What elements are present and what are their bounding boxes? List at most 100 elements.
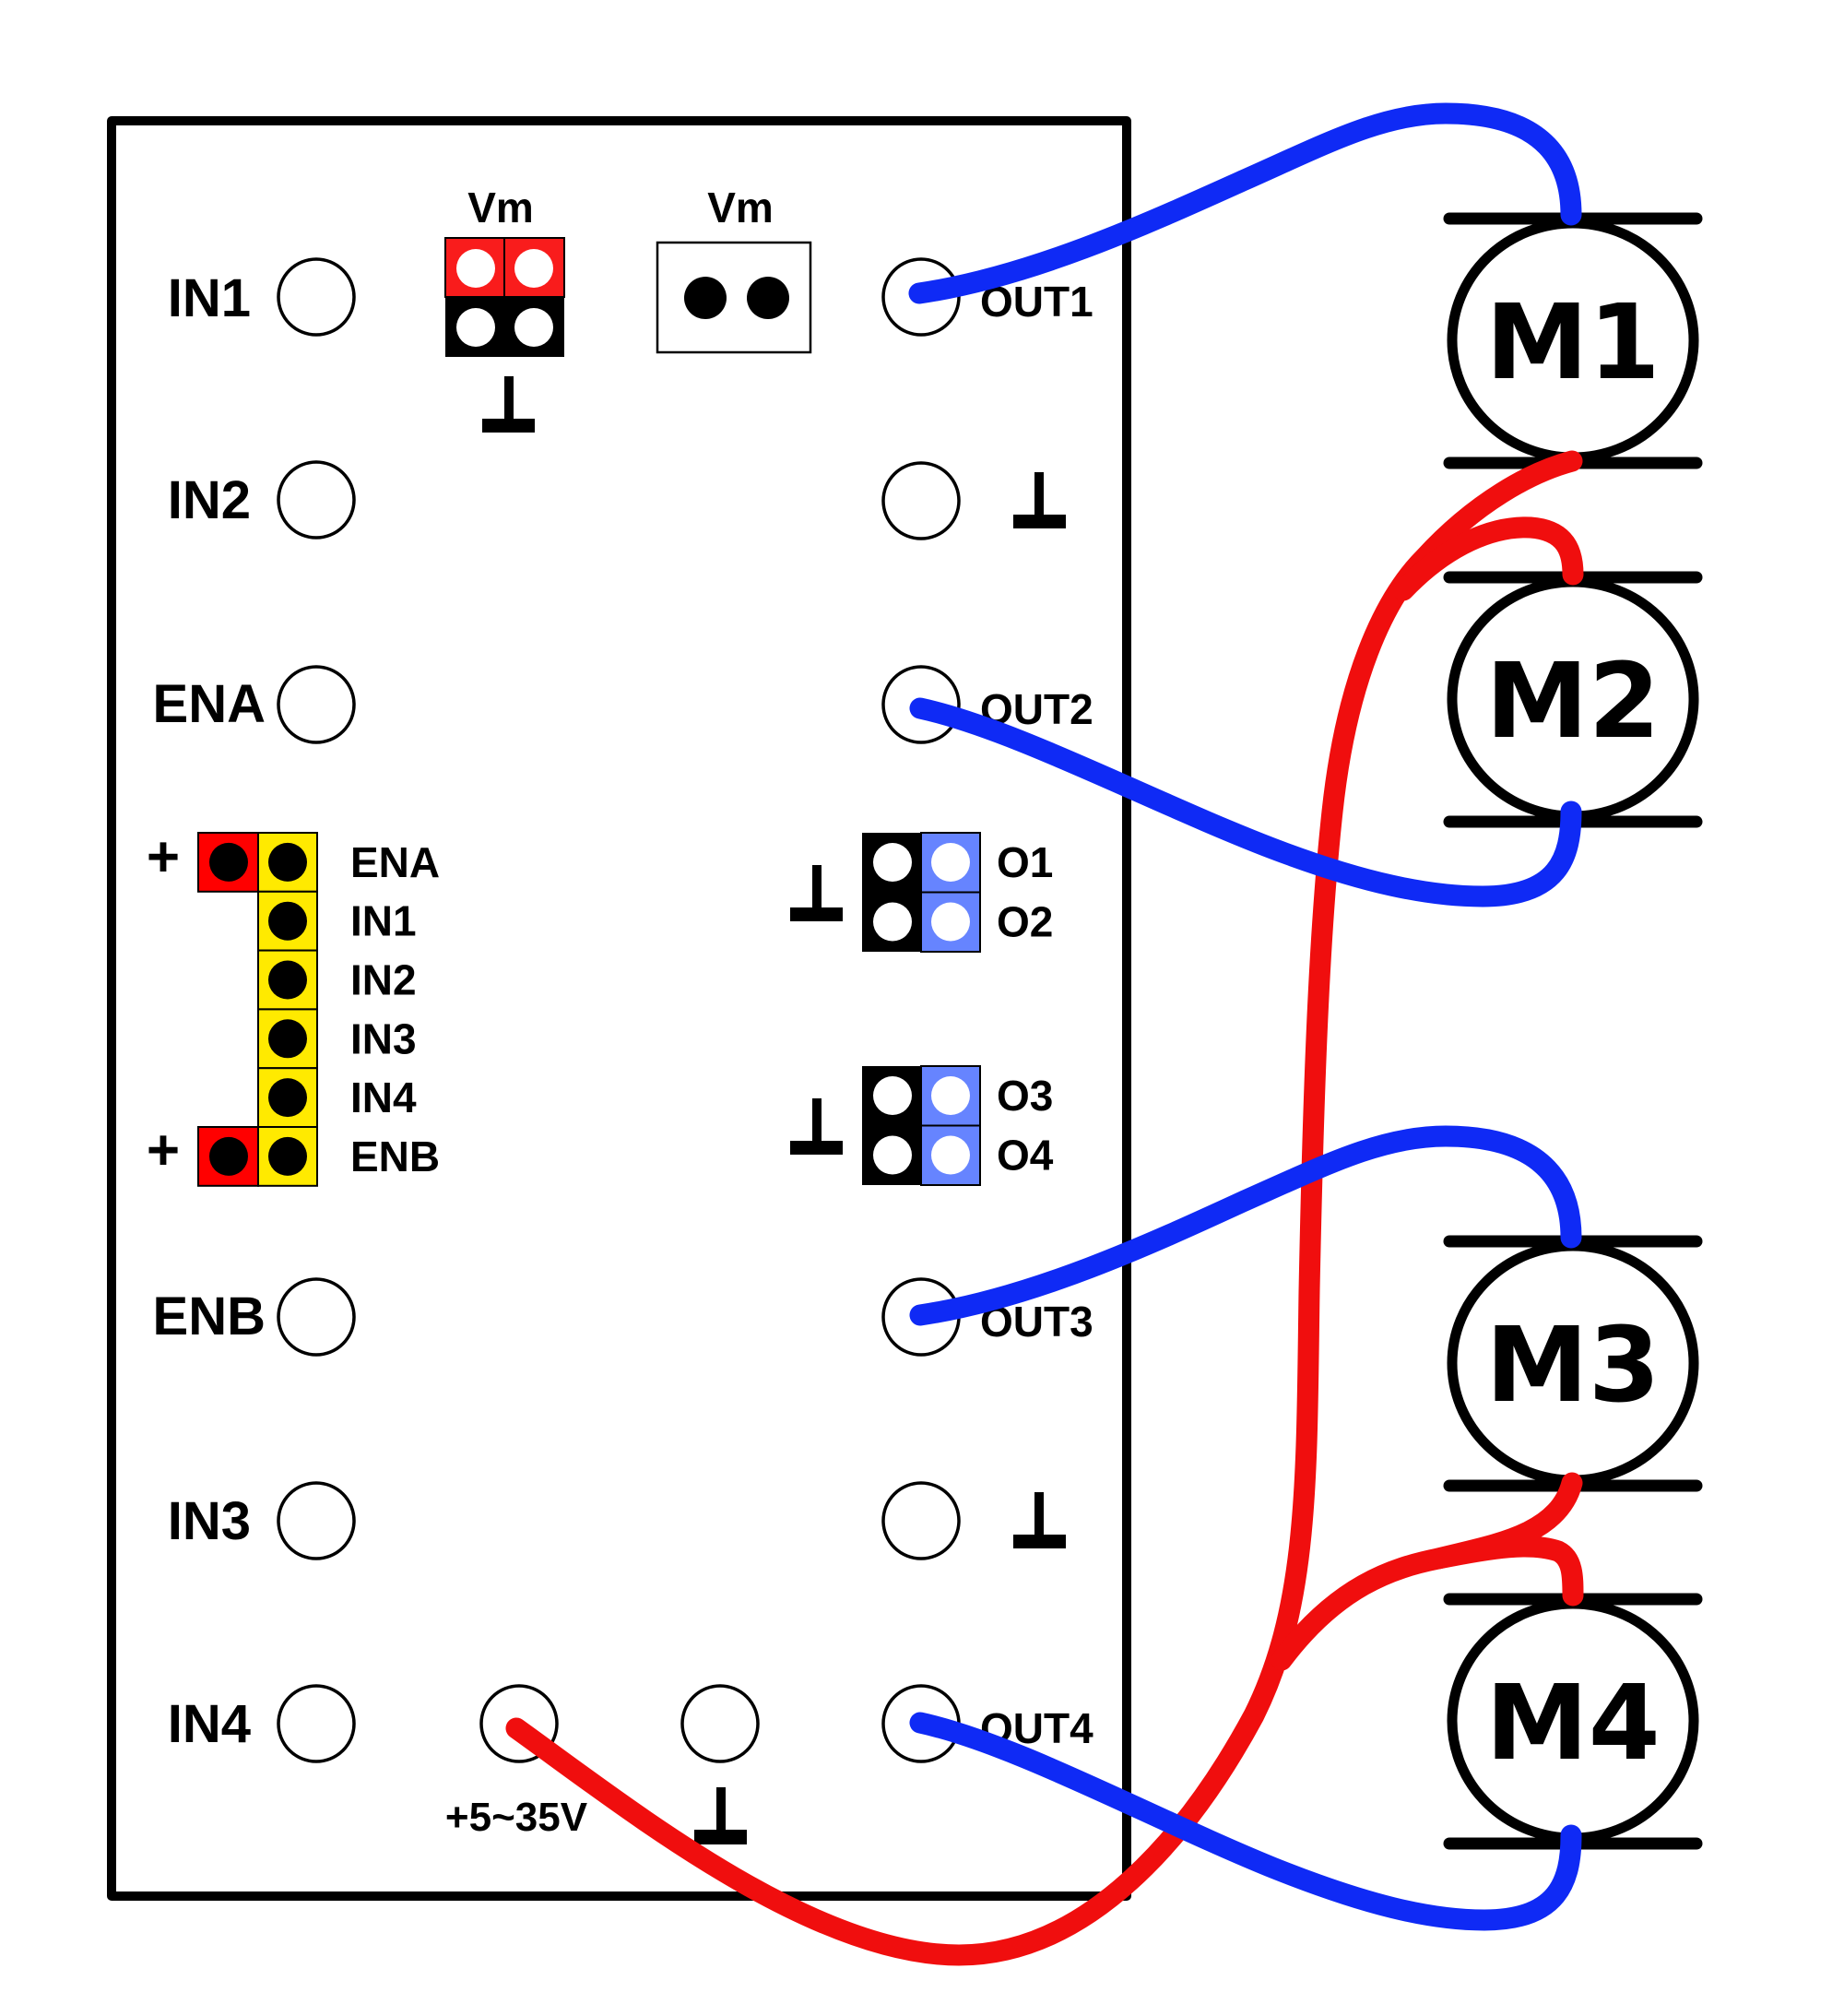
jumper-hole	[931, 1135, 970, 1175]
pin-pad[interactable]	[277, 665, 356, 744]
motor-m1[interactable]: M1	[1443, 212, 1703, 469]
header-pin	[268, 1078, 307, 1118]
blue-wire-out2-m2[interactable]	[909, 697, 1582, 907]
pin-ena[interactable]: ENA	[153, 665, 356, 744]
motor-m4[interactable]: M4	[1443, 1593, 1703, 1850]
terminal-contact	[747, 277, 789, 319]
motor-m3[interactable]: M3	[1443, 1235, 1703, 1492]
pin-ground-a[interactable]	[881, 461, 1066, 540]
header-label: ENB	[350, 1133, 440, 1180]
pin-ground-power[interactable]	[680, 1684, 760, 1844]
header-pin	[268, 842, 307, 882]
motor-label: M2	[1485, 642, 1660, 762]
header-pin	[268, 1136, 307, 1176]
header-power-cell	[197, 832, 259, 893]
ground-icon	[694, 1787, 747, 1844]
pin-in3[interactable]: IN3	[168, 1481, 356, 1560]
header-label: IN4	[350, 1073, 417, 1121]
pin-in2[interactable]: IN2	[168, 460, 356, 540]
jumper-hole	[456, 249, 495, 288]
vm-jumper-label: Vm	[467, 184, 534, 231]
header-pin	[268, 960, 307, 1000]
pin-pad[interactable]	[277, 1277, 356, 1357]
header-label: IN1	[350, 897, 417, 945]
pin-pad[interactable]	[881, 461, 961, 540]
power-pins: +5~35V	[445, 1684, 760, 1844]
blue-wire-out3-m3[interactable]	[909, 1125, 1582, 1326]
header-row-in3[interactable]: IN3	[257, 1008, 417, 1070]
jumper-hole	[931, 1076, 970, 1115]
header-row-in4[interactable]: IN4	[257, 1067, 417, 1128]
header-label: IN3	[350, 1014, 417, 1062]
plus-label-enb: +	[147, 1119, 180, 1182]
ground-icon	[790, 865, 843, 921]
motor-m2[interactable]: M2	[1443, 571, 1703, 828]
pin-pad[interactable]	[277, 1684, 356, 1763]
plus-label-ena: +	[147, 825, 180, 889]
header-row-ena[interactable]: ENA	[197, 832, 440, 893]
ground-icon	[1013, 472, 1066, 528]
pin-pad[interactable]	[277, 460, 356, 540]
vm-jumper[interactable]: Vm	[444, 184, 565, 433]
left-pin-column: IN1 IN2 ENA ENB IN3 IN4	[153, 257, 356, 1763]
jumper-hole	[931, 843, 970, 882]
pin-in4[interactable]: IN4	[168, 1684, 356, 1763]
jumper-hole	[514, 249, 553, 288]
pin-pad[interactable]	[277, 1481, 356, 1560]
ground-icon	[482, 376, 535, 433]
header-row-enb[interactable]: ENB	[197, 1126, 440, 1187]
header-pin	[209, 1136, 248, 1176]
header-signal-cell	[257, 1067, 318, 1128]
supply-voltage-label: +5~35V	[445, 1795, 588, 1840]
header-pin	[268, 901, 307, 941]
pin-label: ENA	[153, 674, 266, 734]
pin-label: IN2	[168, 470, 251, 530]
header-label: IN2	[350, 956, 417, 1004]
jumper-hole	[514, 308, 553, 347]
blue-wire-out1-m1[interactable]	[908, 102, 1582, 304]
pin-pad[interactable]	[277, 257, 356, 337]
pin-ground-b[interactable]	[881, 1481, 1066, 1560]
jumper-label: O1	[997, 838, 1053, 886]
ground-icon	[790, 1098, 843, 1155]
wires	[505, 102, 1584, 1966]
red-wire-m4[interactable]	[1427, 1536, 1584, 1607]
motor-label: M3	[1485, 1306, 1660, 1426]
pin-enb[interactable]: ENB	[153, 1277, 356, 1357]
pin-in1[interactable]: IN1	[168, 257, 356, 337]
jumper-hole	[873, 1076, 912, 1115]
red-wire-supply[interactable]	[505, 450, 1583, 1966]
motor-label: M4	[1485, 1664, 1660, 1784]
jumper-label: O4	[997, 1132, 1054, 1180]
jumper-label: O2	[997, 898, 1053, 946]
jumper-hole	[456, 308, 495, 347]
ground-icon	[1013, 1492, 1066, 1548]
header-pin	[268, 1019, 307, 1059]
red-wire-m2[interactable]	[1392, 516, 1584, 601]
header-row-in2[interactable]: IN2	[257, 949, 417, 1011]
vm-terminal[interactable]: Vm	[656, 184, 812, 354]
jumper-hole	[931, 902, 970, 942]
driver-board-outline	[107, 116, 1131, 1901]
jumper-hole	[873, 902, 912, 942]
header-pin	[209, 842, 248, 882]
blue-wire-out4-m4[interactable]	[909, 1712, 1582, 1931]
pin-label: IN3	[168, 1491, 251, 1551]
motor-label: M1	[1485, 283, 1660, 403]
right-pin-column: OUT1 OUT2 OUT3 OUT4	[881, 257, 1093, 1763]
pin-label: IN1	[168, 268, 251, 328]
jumper-hole	[873, 1135, 912, 1175]
pin-pad[interactable]	[881, 1481, 961, 1560]
vm-terminal-label: Vm	[707, 184, 774, 231]
header-row-in1[interactable]: IN1	[257, 890, 417, 952]
pin-pad[interactable]	[680, 1684, 760, 1763]
jumper-label: O3	[997, 1072, 1053, 1120]
pin-label: IN4	[168, 1694, 251, 1754]
header-label: ENA	[350, 838, 440, 886]
